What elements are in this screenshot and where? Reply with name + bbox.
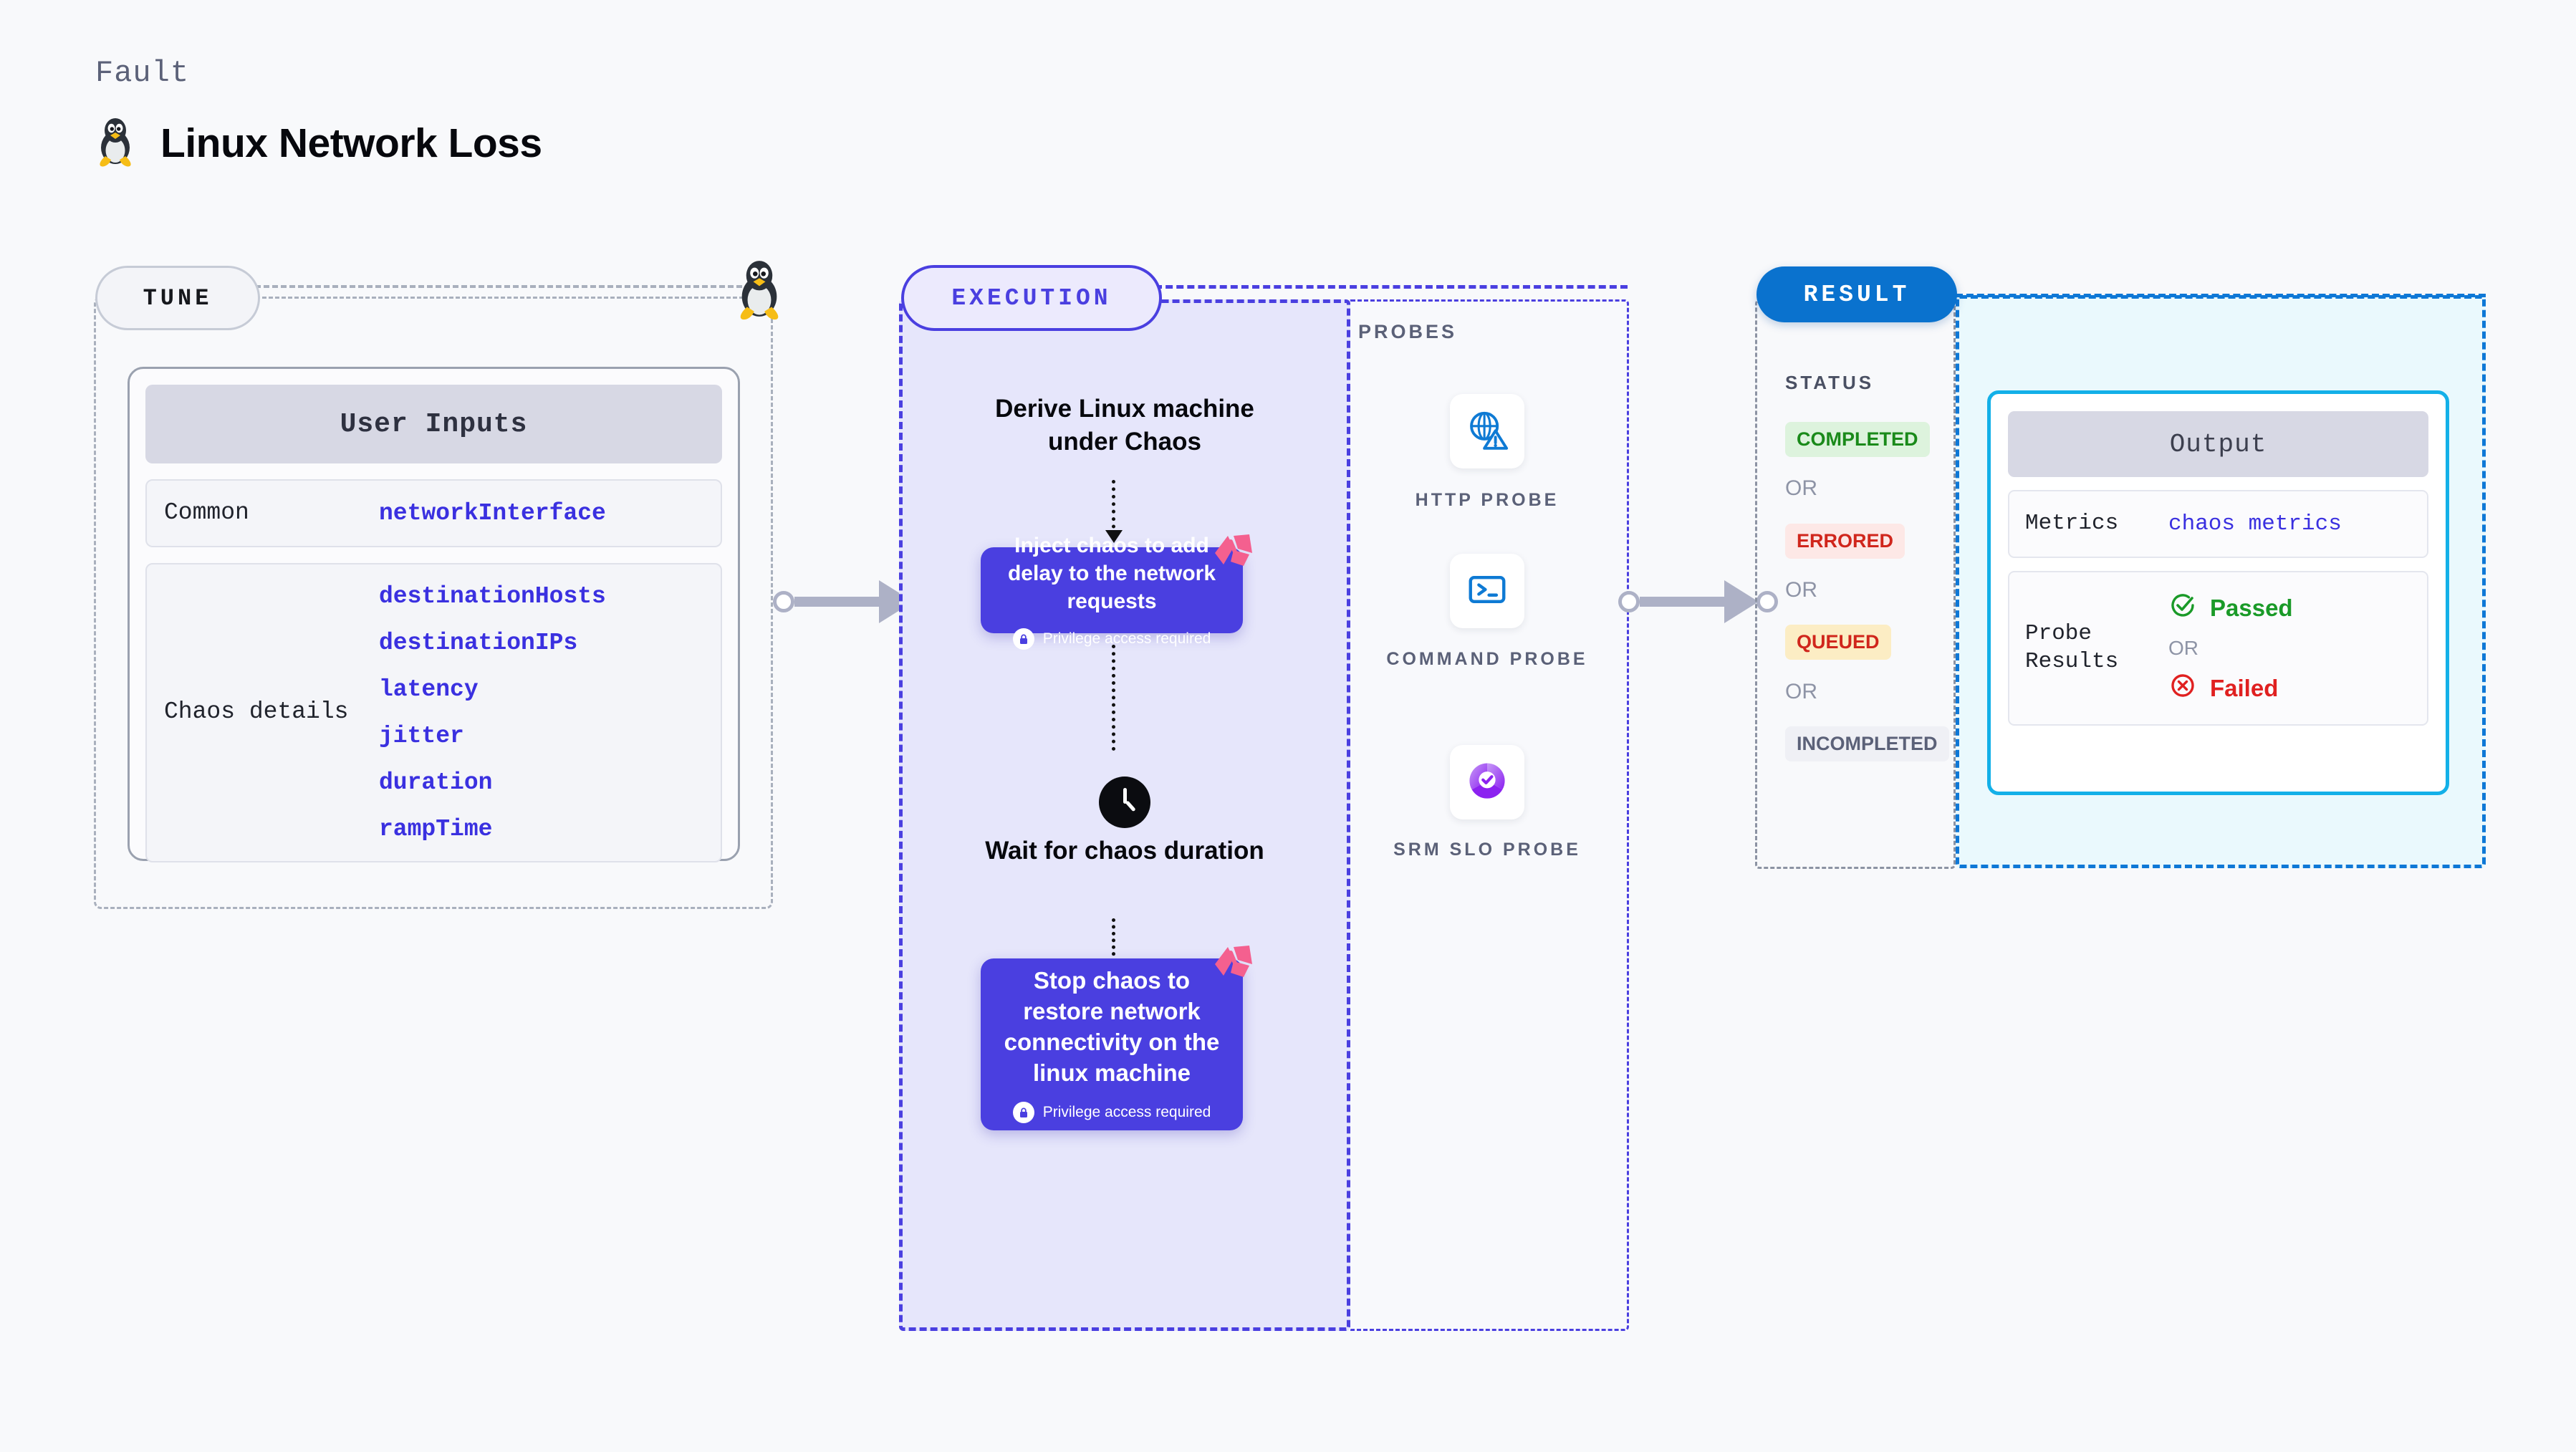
status-label: STATUS [1785, 372, 1875, 393]
probe-result-passed: Passed [2168, 591, 2293, 625]
output-row-value[interactable]: chaos metrics [2168, 511, 2342, 537]
input-value[interactable]: jitter [379, 722, 464, 749]
tune-label-pill: TUNE [95, 266, 260, 330]
output-card-title: Output [2008, 411, 2428, 477]
or-separator: OR [1785, 476, 1817, 500]
lock-icon [1012, 1101, 1034, 1123]
probe-tile-srm-slo[interactable] [1450, 745, 1524, 819]
or-separator: OR [1785, 680, 1817, 703]
or-separator: OR [2168, 636, 2198, 659]
input-group-chaos-details: Chaos details destinationHosts destinati… [145, 562, 722, 862]
input-value[interactable]: destinationHosts [379, 582, 606, 610]
output-row-label: Metrics [2025, 511, 2119, 536]
linux-penguin-icon [93, 115, 138, 171]
probe-tile-http[interactable] [1450, 394, 1524, 468]
probes-section-label: PROBES [1358, 321, 1458, 342]
page-title: Linux Network Loss [93, 115, 542, 171]
or-separator: OR [1785, 578, 1817, 602]
linux-penguin-icon [732, 256, 787, 321]
connector-shaft [794, 597, 879, 607]
execution-connector-line [1155, 285, 1628, 289]
status-badge-queued: QUEUED [1785, 625, 1891, 660]
probe-result-passed-text: Passed [2210, 594, 2293, 621]
flow-arrow-line [1112, 918, 1115, 983]
connector-end-dot [1756, 591, 1778, 612]
probe-caption-command: COMMAND PROBE [1386, 649, 1588, 669]
probe-result-failed-text: Failed [2210, 674, 2279, 701]
output-row-probe-results: Probe Results Passed OR [2008, 570, 2428, 726]
privilege-note-text: Privilege access required [1042, 630, 1211, 647]
execution-step-wait-title: Wait for chaos duration [985, 837, 1264, 865]
input-value[interactable]: rampTime [379, 815, 493, 842]
connector-arrowhead [1724, 580, 1759, 623]
probe-caption-http: HTTP PROBE [1415, 490, 1559, 510]
input-group-common: Common networkInterface [145, 479, 722, 547]
tune-connector-line [255, 285, 742, 288]
page-title-text: Linux Network Loss [160, 120, 542, 166]
connector-start-dot [1618, 591, 1640, 612]
privilege-note-text: Privilege access required [1042, 1103, 1211, 1120]
harness-logo-icon [1212, 943, 1255, 980]
connector-shaft [1640, 597, 1724, 607]
x-circle-icon [2168, 671, 2197, 706]
harness-logo-icon [1212, 532, 1255, 569]
user-inputs-card: User Inputs Common networkInterface Chao… [128, 367, 740, 862]
execution-label-pill: EXECUTION [901, 265, 1162, 331]
fault-kicker: Fault [95, 56, 190, 90]
input-value[interactable]: latency [379, 675, 479, 703]
output-row-label: Probe Results [2025, 621, 2119, 674]
probe-result-failed: Failed [2168, 671, 2293, 706]
user-inputs-title: User Inputs [145, 385, 722, 463]
execution-card-stop-chaos[interactable]: Stop chaos to restore network connectivi… [981, 946, 1252, 1130]
execution-card-text: Stop chaos to restore network connectivi… [1004, 967, 1220, 1086]
result-label-pill: RESULT [1756, 266, 1957, 322]
slo-check-icon [1465, 759, 1509, 807]
status-badge-completed: COMPLETED [1785, 422, 1930, 457]
probe-tile-command[interactable] [1450, 554, 1524, 628]
flow-arrow-head [1105, 530, 1123, 543]
lock-icon [1012, 628, 1034, 650]
execution-card-inject-chaos[interactable]: Inject chaos to add delay to the network… [981, 534, 1252, 650]
input-value[interactable]: duration [379, 769, 493, 796]
input-value[interactable]: networkInterface [379, 499, 606, 527]
connector-start-dot [773, 591, 794, 612]
output-card: Output Metrics chaos metrics Probe Resul… [1987, 390, 2449, 795]
clock-icon [1099, 777, 1150, 828]
privilege-note: Privilege access required [1012, 1101, 1211, 1123]
input-value[interactable]: destinationIPs [379, 629, 578, 656]
execution-step-derive-title: Derive Linux machine under Chaos [995, 395, 1254, 456]
privilege-note: Privilege access required [1012, 628, 1211, 650]
globe-warning-icon [1465, 408, 1509, 456]
input-group-label: Chaos details [164, 698, 349, 726]
output-row-metrics: Metrics chaos metrics [2008, 490, 2428, 558]
connector-execution-to-result [1618, 580, 1778, 623]
input-group-label: Common [164, 499, 249, 526]
flow-arrow-line [1112, 480, 1115, 536]
tune-section-box [94, 297, 773, 909]
check-circle-icon [2168, 591, 2197, 625]
result-connector-line [1956, 294, 2486, 297]
status-badge-errored: ERRORED [1785, 524, 1905, 559]
probe-caption-srm-slo: SRM SLO PROBE [1393, 840, 1581, 860]
terminal-prompt-icon [1465, 567, 1509, 615]
flow-arrow-line [1112, 645, 1115, 751]
execution-card-text: Inject chaos to add delay to the network… [1007, 533, 1216, 613]
status-badge-incompleted: INCOMPLETED [1785, 726, 1949, 761]
